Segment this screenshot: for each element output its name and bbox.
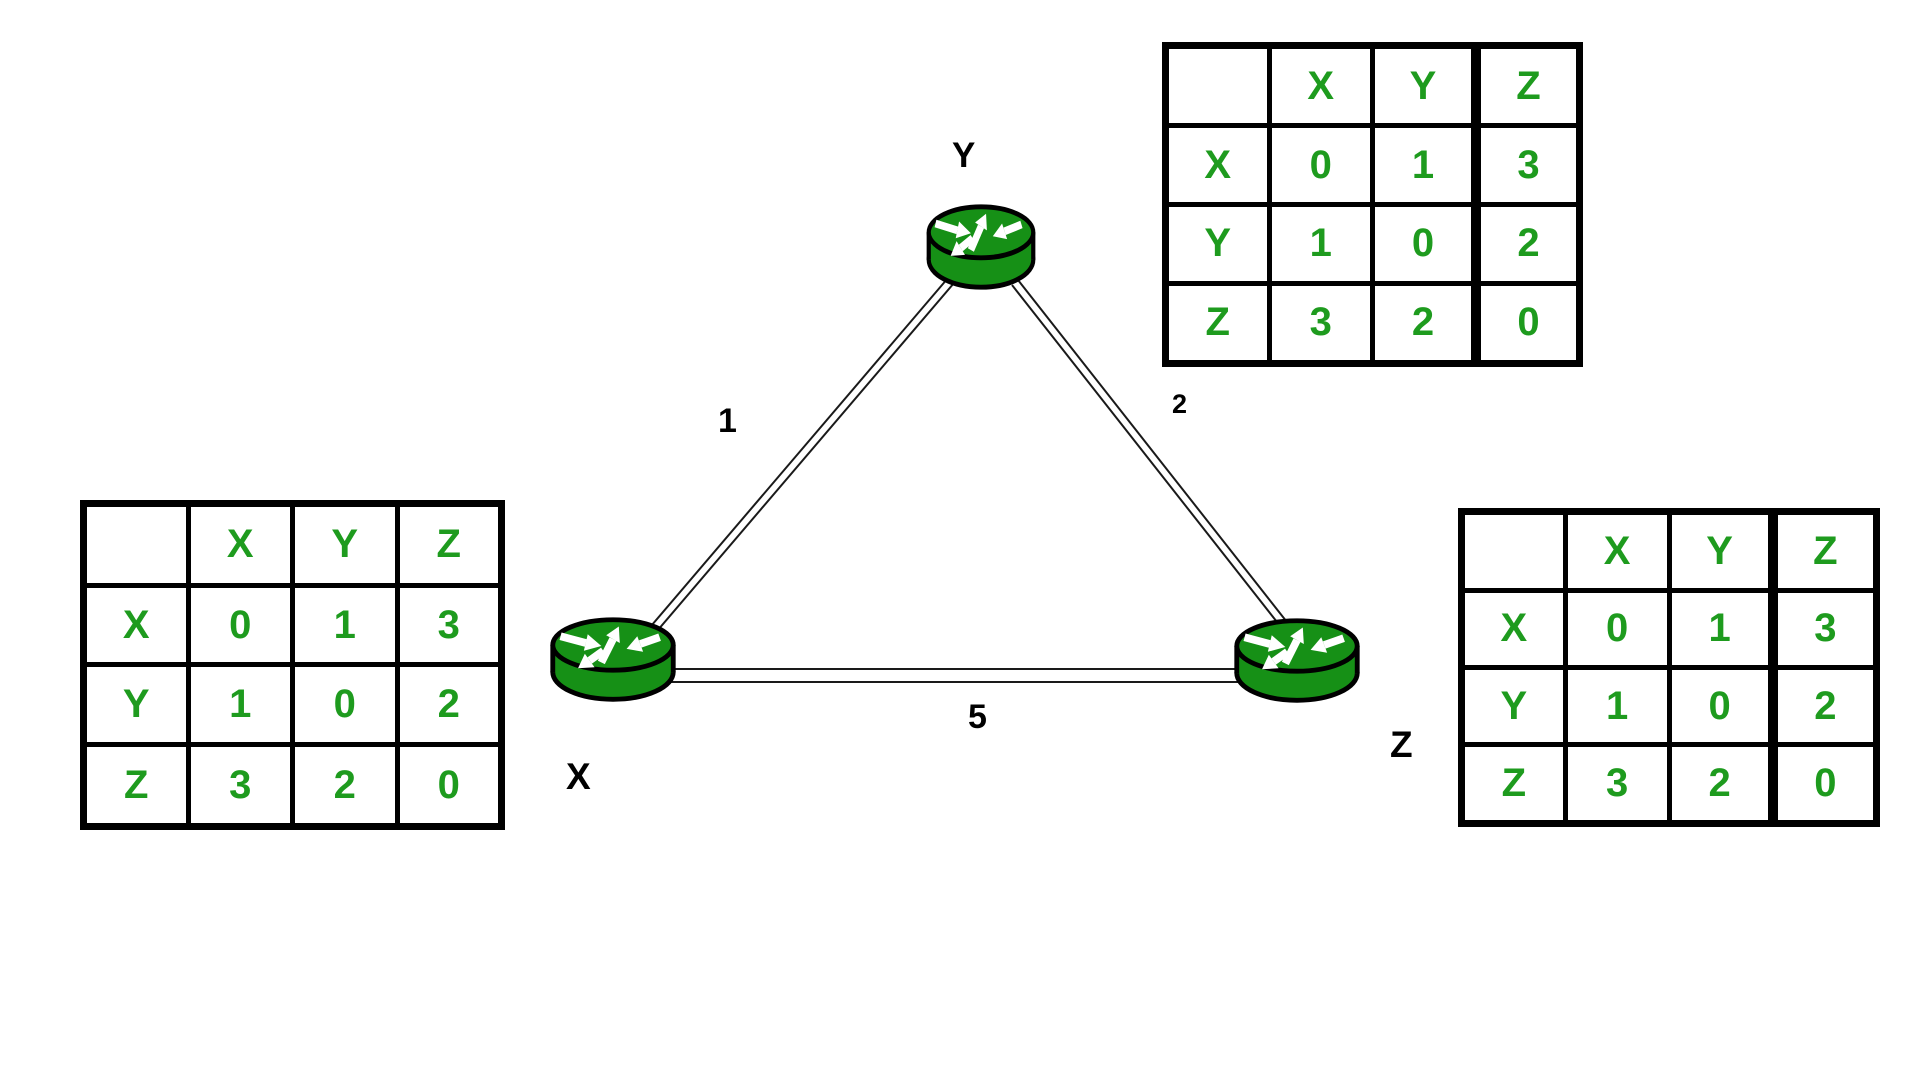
table-cell: 0: [1562, 587, 1672, 670]
router-x-icon: [545, 612, 681, 709]
table-cell: 0: [394, 742, 504, 829]
node-label-x: X: [566, 756, 591, 797]
table-cell: 3: [1266, 280, 1375, 367]
table-cell: 1: [1266, 201, 1375, 286]
table-cell: 2: [1666, 742, 1776, 826]
table-cell: 2: [1767, 664, 1879, 748]
table-col-header: X: [1266, 42, 1375, 129]
table-cell: 1: [1370, 123, 1479, 207]
table-row-header: X: [1459, 587, 1568, 670]
table-cell: 3: [394, 582, 504, 668]
table-cell: 0: [290, 662, 400, 748]
table-col-header: Y: [290, 501, 400, 588]
table-row-header: Y: [1163, 201, 1272, 286]
link-cost-x-z: 5: [968, 698, 987, 736]
table-cell: 1: [185, 662, 295, 748]
table-col-header: X: [185, 501, 295, 588]
table-col-header: Y: [1370, 42, 1479, 129]
routing-table-x: X Y Z X 0 1 3 Y 1 0 2 Z 3 2 0: [80, 500, 505, 830]
routing-table-z: X Y Z X 0 1 3 Y 1 0 2 Z 3 2 0: [1458, 508, 1880, 827]
table-col-header: Z: [1767, 509, 1879, 593]
link-cost-x-y: 1: [718, 402, 737, 440]
table-cell: 0: [1666, 664, 1776, 748]
table-cell: 2: [394, 662, 504, 748]
table-cell: 2: [1471, 201, 1582, 286]
table-col-header: X: [1562, 509, 1672, 593]
table-cell: 1: [1666, 587, 1776, 670]
table-cell: 3: [1767, 587, 1879, 670]
table-cell: 1: [290, 582, 400, 668]
router-y-icon: [922, 199, 1040, 297]
table-row-header: Y: [1459, 664, 1568, 748]
table-corner-cell: [1459, 509, 1568, 593]
routing-table-y: X Y Z X 0 1 3 Y 1 0 2 Z 3 2 0: [1162, 42, 1583, 367]
link-x-y: [633, 277, 955, 652]
table-cell: 0: [1767, 742, 1879, 826]
table-cell: 0: [1370, 201, 1479, 286]
table-corner-cell: [81, 501, 191, 588]
table-row-header: Z: [1459, 742, 1568, 826]
table-row-header: Y: [81, 662, 191, 748]
table-corner-cell: [1163, 42, 1272, 129]
table-col-header: Z: [394, 501, 504, 588]
table-cell: 3: [185, 742, 295, 829]
table-cell: 0: [1471, 280, 1582, 367]
table-cell: 2: [1370, 280, 1479, 367]
table-row-header: Z: [81, 742, 191, 829]
table-cell: 2: [290, 742, 400, 829]
link-x-z: [660, 668, 1260, 683]
table-cell: 0: [1266, 123, 1375, 207]
table-col-header: Y: [1666, 509, 1776, 593]
link-cost-y-z: 2: [1172, 389, 1188, 419]
table-row-header: X: [1163, 123, 1272, 207]
node-label-z: Z: [1390, 724, 1413, 765]
link-y-z: [1011, 279, 1306, 651]
table-cell: 0: [185, 582, 295, 668]
table-row-header: Z: [1163, 280, 1272, 367]
table-cell: 3: [1562, 742, 1672, 826]
table-cell: 3: [1471, 123, 1582, 207]
table-cell: 1: [1562, 664, 1672, 748]
router-z-icon: [1229, 613, 1365, 710]
table-col-header: Z: [1471, 42, 1582, 129]
node-label-y: Y: [952, 136, 976, 175]
table-row-header: X: [81, 582, 191, 668]
